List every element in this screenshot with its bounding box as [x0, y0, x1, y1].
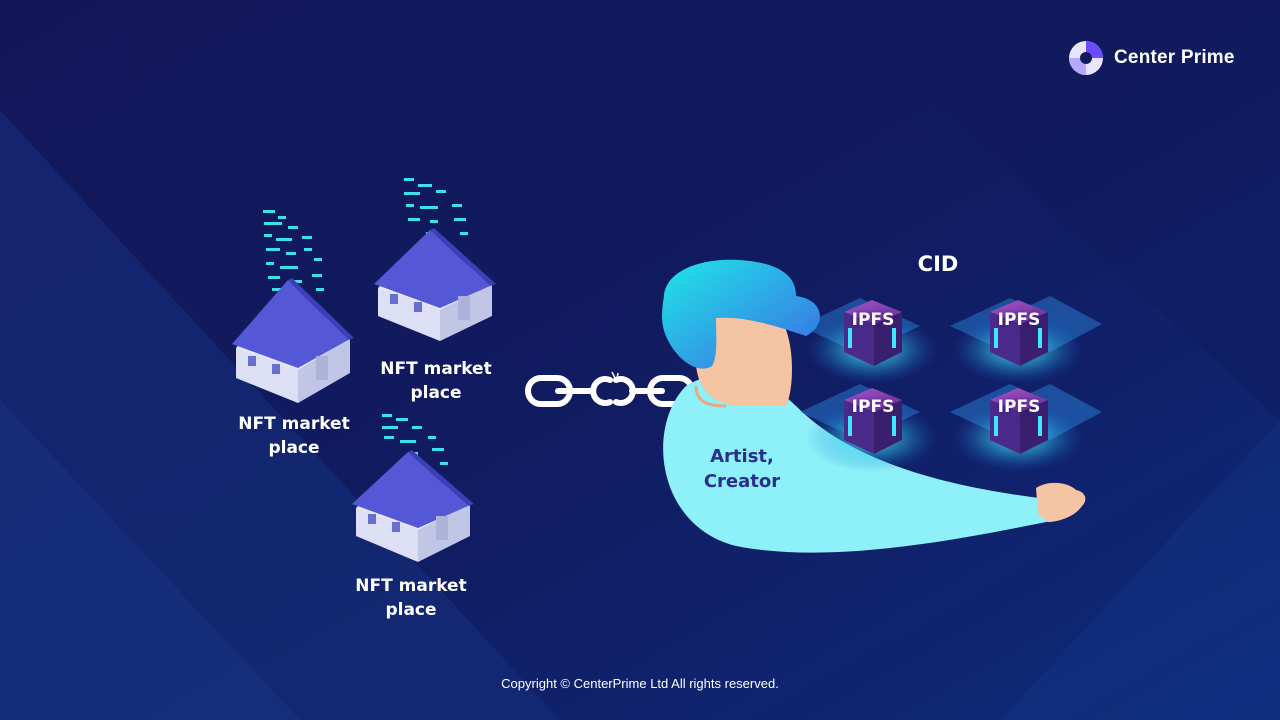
artist-label: Artist, Creator	[690, 444, 794, 494]
copyright-footer: Copyright © CenterPrime Ltd All rights r…	[501, 676, 779, 691]
ipfs-cube-icon-1	[844, 300, 902, 366]
brand-logo-icon	[1069, 41, 1103, 75]
ipfs-node-label-2: IPFS	[997, 310, 1041, 330]
ipfs-node-label-3: IPFS	[851, 397, 895, 417]
marketplace-house-2	[374, 178, 496, 341]
marketplace-label-3: NFT market place	[345, 574, 477, 622]
ipfs-storage-grid	[800, 296, 1102, 472]
marketplace-label-1-line2: place	[268, 438, 320, 458]
marketplace-house-3	[352, 414, 474, 562]
ipfs-node-label-4: IPFS	[997, 397, 1041, 417]
marketplace-label-2-line1: NFT market	[380, 359, 492, 379]
marketplace-label-1-line1: NFT market	[238, 414, 350, 434]
brand-logo: Center Prime	[1068, 40, 1235, 76]
broken-chain-icon	[525, 371, 695, 407]
marketplace-label-3-line2: place	[385, 600, 437, 620]
marketplace-house-1	[232, 210, 354, 403]
marketplace-label-3-line1: NFT market	[355, 576, 467, 596]
marketplace-label-2: NFT market place	[370, 357, 502, 405]
ipfs-cube-icon-3	[844, 388, 902, 454]
ipfs-node-label-1: IPFS	[851, 310, 895, 330]
artist-label-line1: Artist,	[710, 446, 774, 467]
cid-label: CID	[917, 252, 959, 276]
marketplace-label-1: NFT market place	[228, 412, 360, 460]
ipfs-cube-icon-2	[990, 300, 1048, 366]
data-stream	[263, 210, 324, 291]
artist-label-line2: Creator	[703, 471, 781, 492]
ipfs-cube-icon-4	[990, 388, 1048, 454]
brand-name: Center Prime	[1114, 47, 1235, 68]
marketplace-label-2-line2: place	[410, 383, 462, 403]
